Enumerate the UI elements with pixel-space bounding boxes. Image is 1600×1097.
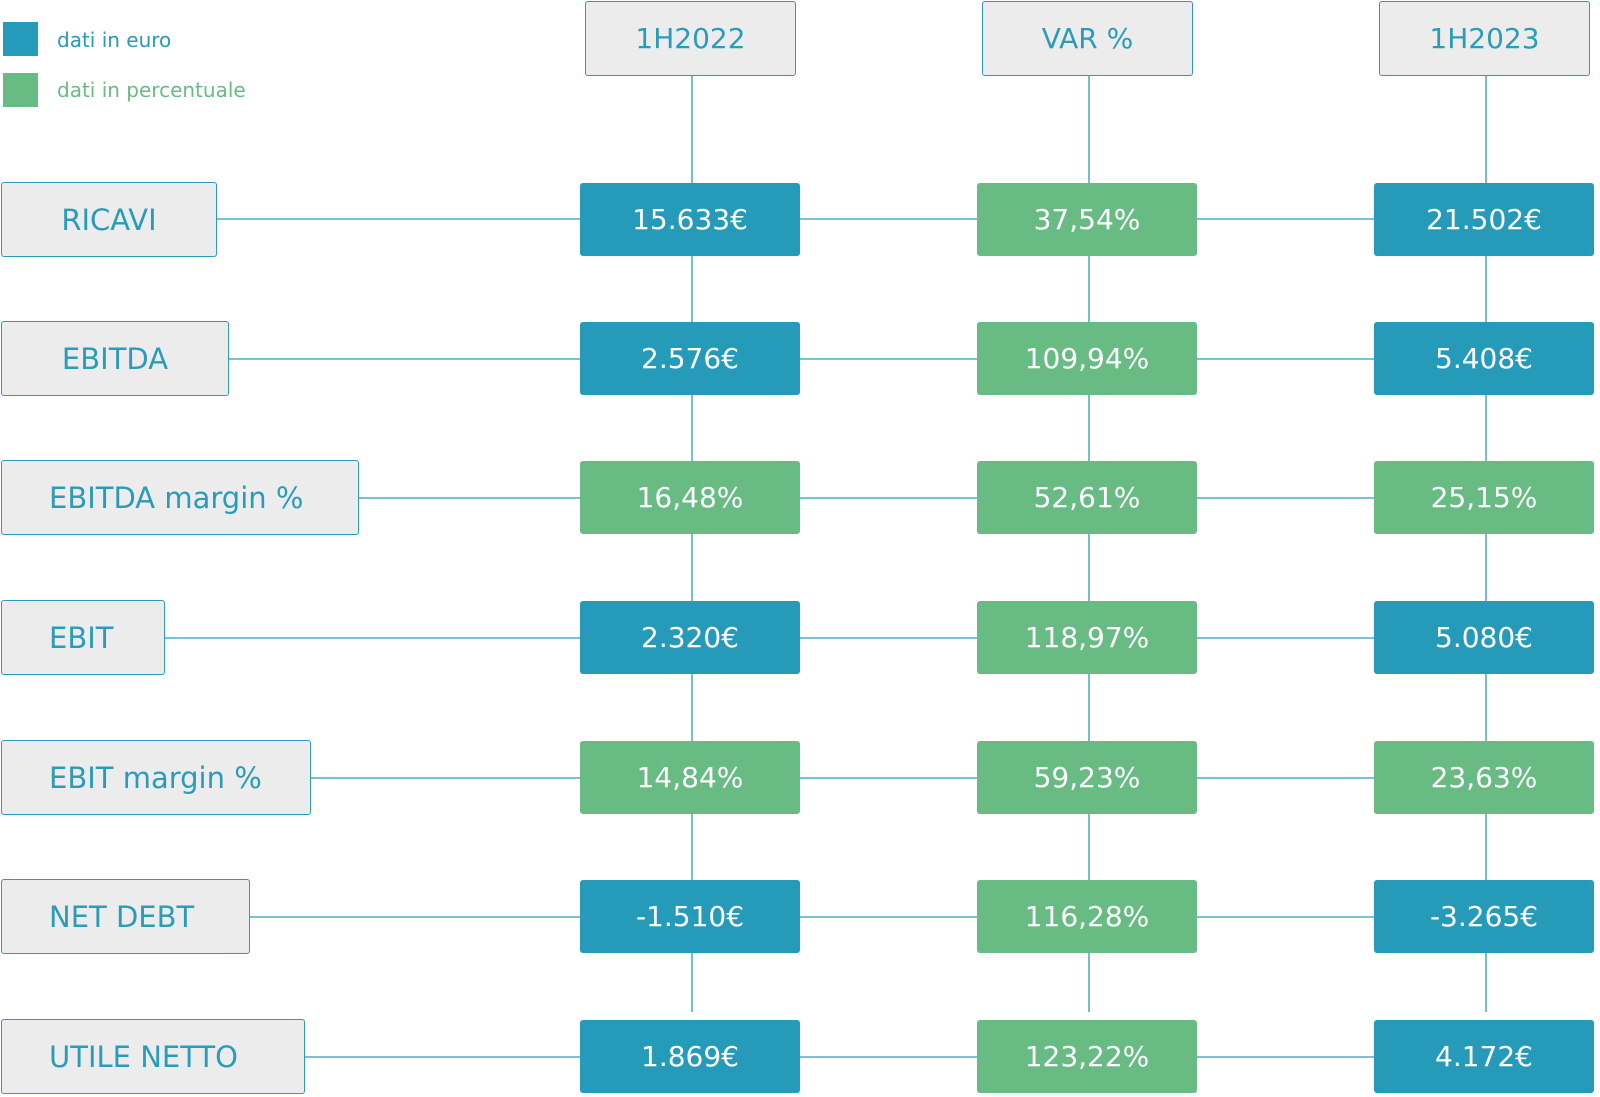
cell-ebitda-margin-1h2022: 16,48% — [580, 461, 800, 534]
legend-swatch-percent — [3, 73, 38, 107]
cell-ebit-margin-var: 59,23% — [977, 741, 1197, 814]
cell-ebit-1h2022: 2.320€ — [580, 601, 800, 674]
row-label-ricavi: RICAVI — [1, 182, 217, 257]
cell-utile-netto-1h2023: 4.172€ — [1374, 1020, 1594, 1093]
cell-utile-netto-1h2022: 1.869€ — [580, 1020, 800, 1093]
row-label-ebit: EBIT — [1, 600, 165, 675]
cell-ebitda-var: 109,94% — [977, 322, 1197, 395]
cell-ebitda-margin-var: 52,61% — [977, 461, 1197, 534]
cell-ebitda-1h2023: 5.408€ — [1374, 322, 1594, 395]
legend-label-percent: dati in percentuale — [57, 78, 246, 102]
row-label-utile-netto: UTILE NETTO — [1, 1019, 305, 1094]
row-label-net-debt: NET DEBT — [1, 879, 250, 954]
cell-net-debt-1h2022: -1.510€ — [580, 880, 800, 953]
cell-ricavi-var: 37,54% — [977, 183, 1197, 256]
legend-label-euro: dati in euro — [57, 28, 172, 52]
cell-net-debt-var: 116,28% — [977, 880, 1197, 953]
legend-swatch-euro — [3, 22, 38, 56]
cell-ricavi-1h2023: 21.502€ — [1374, 183, 1594, 256]
cell-ebitda-1h2022: 2.576€ — [580, 322, 800, 395]
cell-utile-netto-var: 123,22% — [977, 1020, 1197, 1093]
row-label-ebitda-margin: EBITDA margin % — [1, 460, 359, 535]
row-label-ebitda: EBITDA — [1, 321, 229, 396]
cell-ebit-1h2023: 5.080€ — [1374, 601, 1594, 674]
column-header-1h2022: 1H2022 — [585, 1, 796, 76]
cell-ebit-var: 118,97% — [977, 601, 1197, 674]
column-header-1h2023: 1H2023 — [1379, 1, 1590, 76]
column-header-var-percent: VAR % — [982, 1, 1193, 76]
cell-net-debt-1h2023: -3.265€ — [1374, 880, 1594, 953]
cell-ebitda-margin-1h2023: 25,15% — [1374, 461, 1594, 534]
row-label-ebit-margin: EBIT margin % — [1, 740, 311, 815]
cell-ebit-margin-1h2023: 23,63% — [1374, 741, 1594, 814]
cell-ebit-margin-1h2022: 14,84% — [580, 741, 800, 814]
cell-ricavi-1h2022: 15.633€ — [580, 183, 800, 256]
